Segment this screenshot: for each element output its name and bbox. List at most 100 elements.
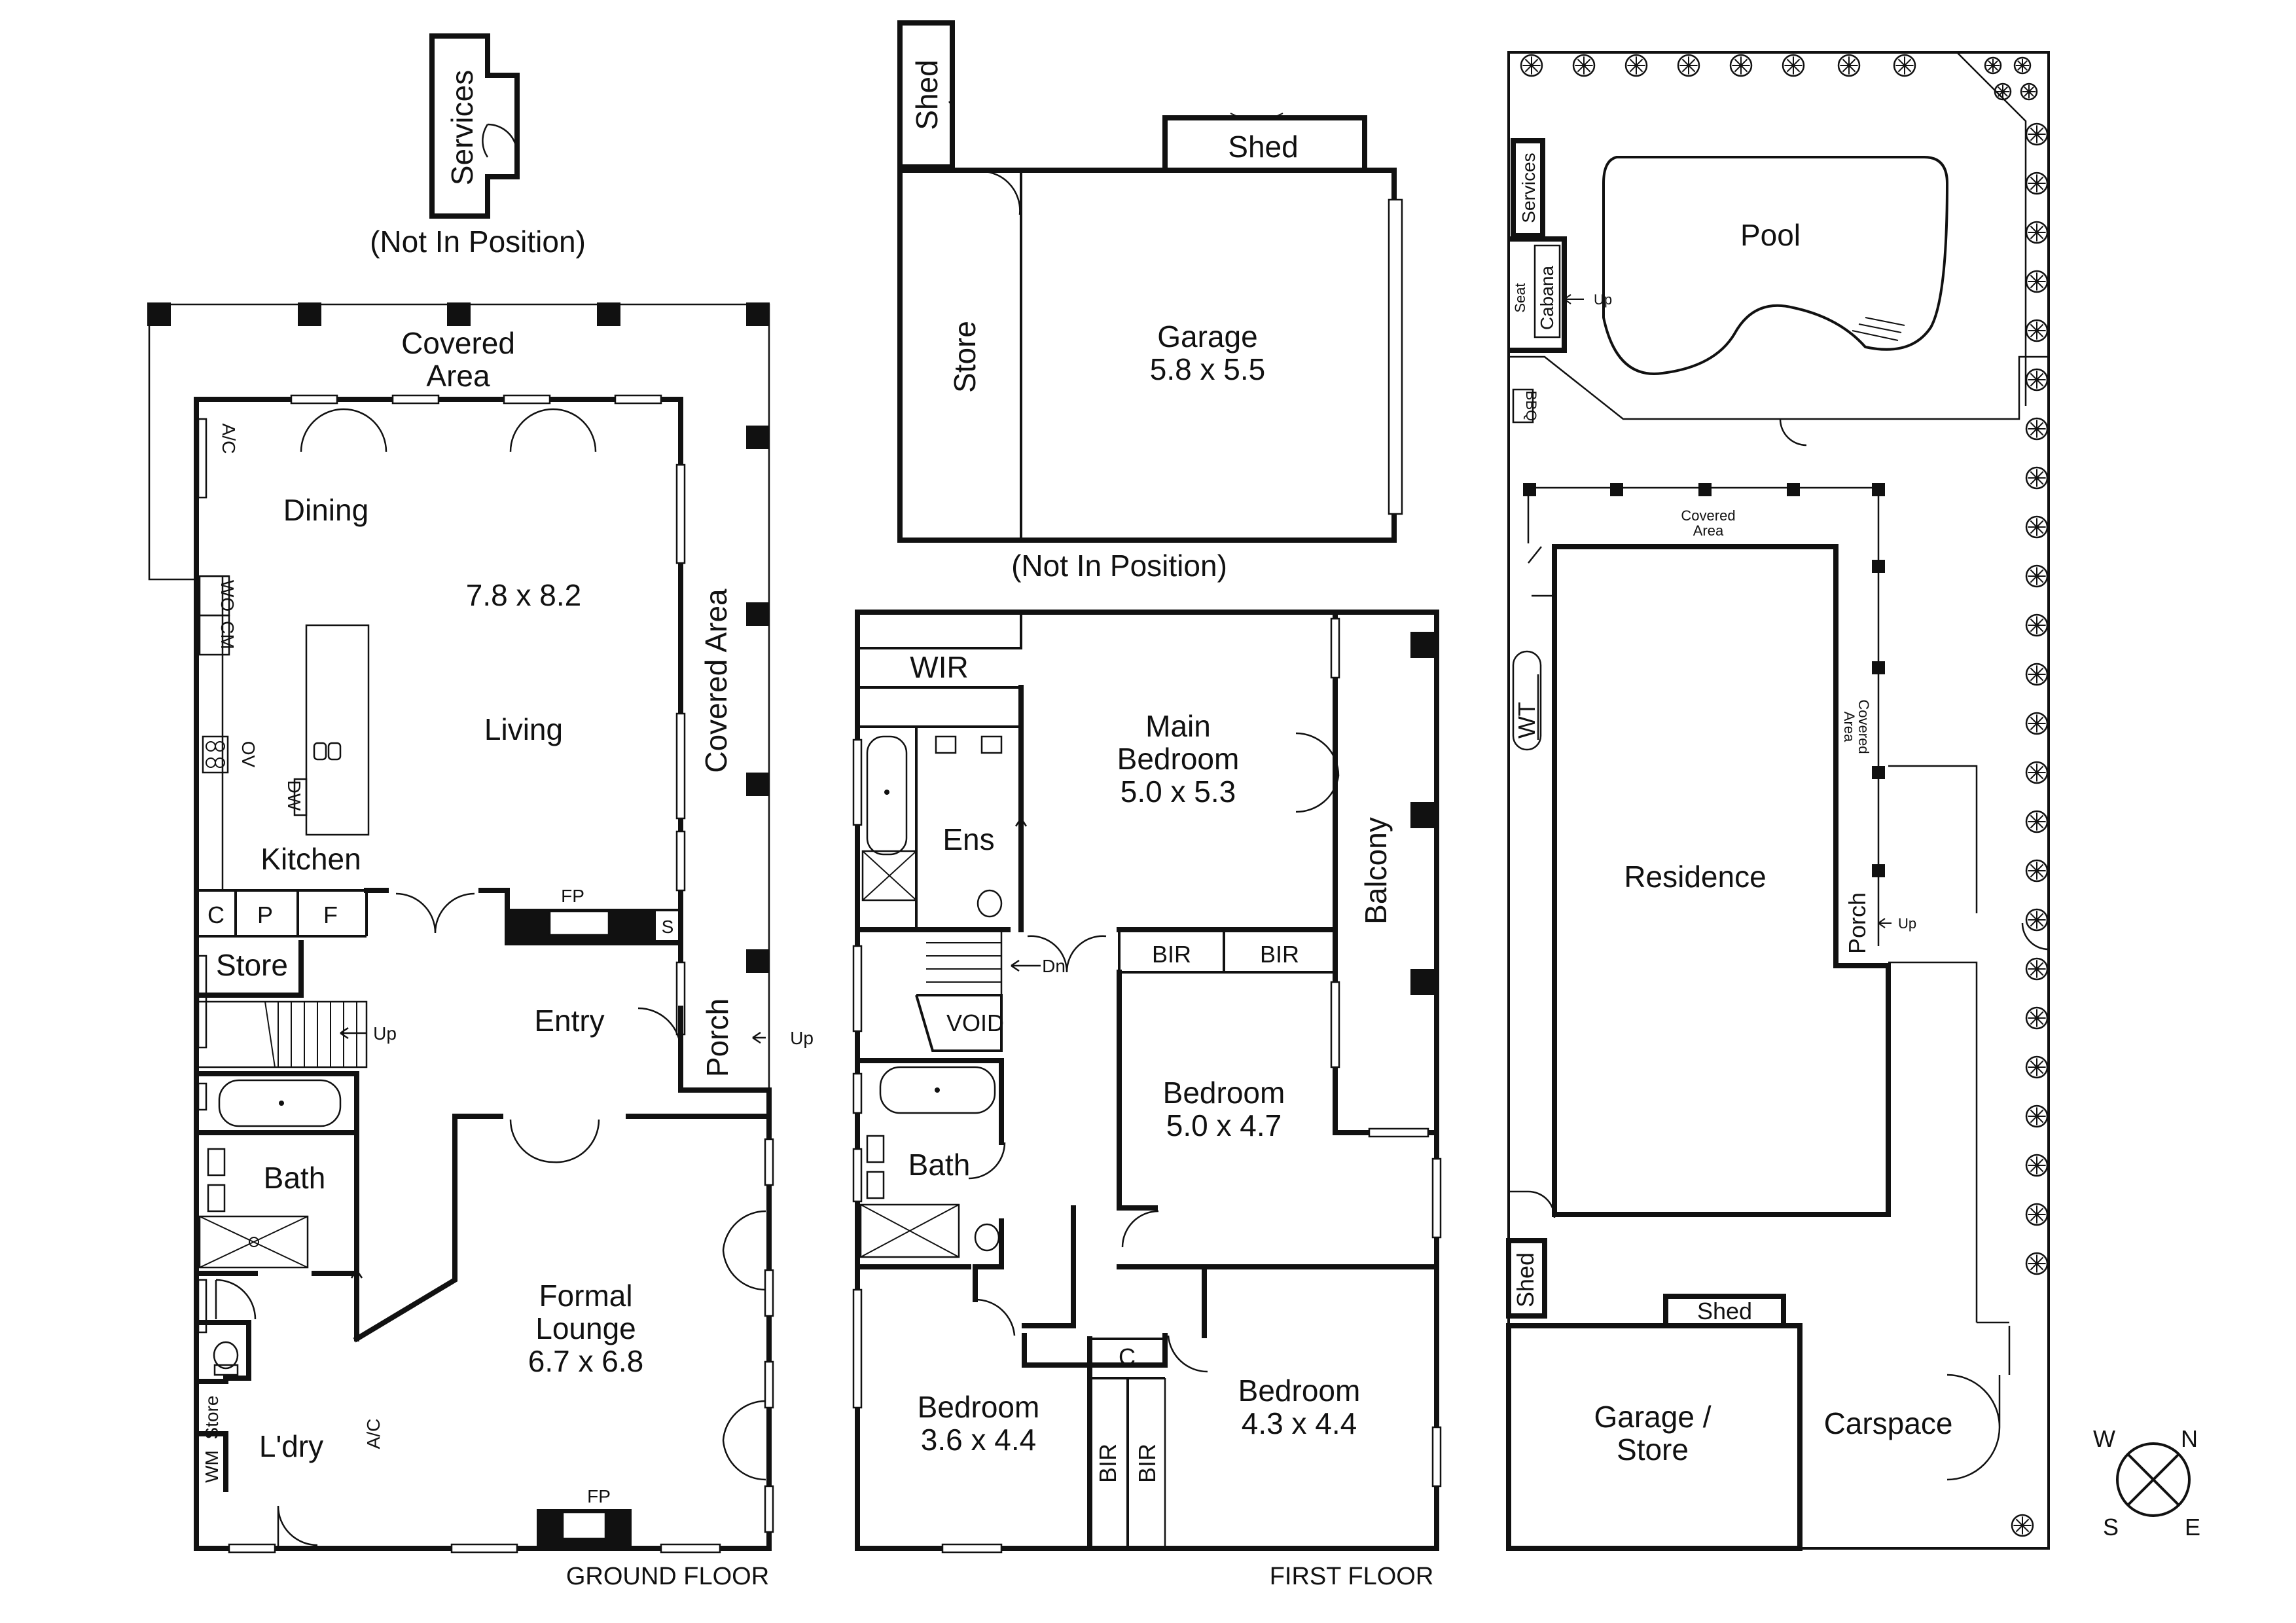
compass-n: N [2181, 1425, 2198, 1452]
tree-icon [2025, 564, 2049, 588]
tree-icon [2025, 1104, 2049, 1128]
porch-site-label: Porch [1844, 892, 1871, 954]
services-site-label: Services [1518, 153, 1539, 223]
bedroom-3-label: Bedroom [918, 1390, 1040, 1424]
tree-icon-spokes [1996, 84, 2010, 99]
covered-site-top-label-2: Area [1693, 522, 1724, 539]
main-bedroom-label: Main [1145, 709, 1211, 743]
bir-label-1: BIR [1152, 941, 1191, 968]
living-dim-label: 7.8 x 8.2 [466, 578, 581, 612]
covered-area-side-label: Covered Area [699, 589, 733, 773]
formal-lounge-label: Formal [539, 1279, 632, 1313]
tree-icon-spokes [2028, 567, 2046, 585]
tree-icon [2025, 810, 2049, 833]
tree-icon [2025, 466, 2049, 490]
entry-label: Entry [534, 1004, 604, 1038]
tree-icons [1520, 54, 2049, 1537]
tree-icon [1994, 82, 2012, 101]
tree-icon-spokes [2028, 1254, 2046, 1273]
tree-icon [1782, 54, 1805, 77]
c-ff-label: C [1119, 1343, 1136, 1370]
tree-icon-spokes [1840, 56, 1858, 75]
tree-icon-spokes [1986, 58, 2000, 73]
tree-icon-spokes [1732, 56, 1750, 75]
tree-icon-spokes [2028, 714, 2046, 733]
shed-site-label-2: Shed [1697, 1298, 1752, 1324]
main-bedroom-label-2: Bedroom [1117, 742, 1240, 776]
services-label: Services [445, 70, 479, 185]
garage-plan: Shed Shed Store Garage 5.8 x 5.5 (Not In… [897, 20, 1403, 583]
not-in-position-label-2: (Not In Position) [1011, 549, 1227, 583]
ldry-label: L'dry [259, 1429, 323, 1463]
shed-garage-label: Shed [1228, 130, 1298, 164]
store-garage-label: Store [948, 321, 982, 393]
bedroom-4-dim: 4.3 x 4.4 [1242, 1406, 1357, 1440]
covered-area-label: Covered [401, 326, 515, 360]
tree-icon-spokes [1522, 56, 1541, 75]
ac-label-1: A/C [219, 424, 239, 454]
first-floor-title: FIRST FLOOR [1270, 1563, 1434, 1590]
tree-icon [2020, 82, 2038, 101]
tree-icon [1677, 54, 1700, 77]
tree-icon-spokes [2028, 125, 2046, 143]
bedroom-3-dim: 3.6 x 4.4 [921, 1423, 1036, 1457]
f-label: F [323, 902, 338, 928]
tree-icon-spokes [1784, 56, 1803, 75]
not-in-position-label: (Not In Position) [370, 225, 586, 259]
kitchen-label: Kitchen [260, 842, 361, 876]
formal-lounge-label-2: Lounge [535, 1311, 636, 1345]
tree-icon-spokes [2028, 812, 2046, 831]
pool-label: Pool [1740, 218, 1801, 252]
fp-label-2: FP [587, 1486, 611, 1506]
ens-label: Ens [942, 822, 994, 856]
first-floor-plan: WIR Main Bedroom 5.0 x 5.3 Balcony Ens D… [852, 610, 1442, 1590]
tree-icon-spokes [2028, 223, 2046, 242]
covered-site-side-label: Covered [1856, 699, 1872, 754]
cm-label: CM [217, 621, 238, 649]
compass-w: W [2093, 1425, 2115, 1452]
garage-store-label-2: Store [1617, 1432, 1689, 1467]
tree-icon-spokes [2028, 862, 2046, 880]
tree-icon-spokes [2028, 1058, 2046, 1076]
tree-icon-spokes [2028, 616, 2046, 634]
formal-lounge-dim: 6.7 x 6.8 [528, 1344, 643, 1378]
tree-icon [2025, 417, 2049, 441]
tree-icon-spokes [2028, 763, 2046, 782]
tree-icon [1572, 54, 1596, 77]
tree-icon [2025, 663, 2049, 686]
wo-label: WO [217, 580, 238, 611]
tree-icon-spokes [2022, 84, 2036, 99]
main-bedroom-dim: 5.0 x 5.3 [1121, 775, 1236, 809]
tree-icon [2025, 859, 2049, 883]
store-ldry-label: Store [202, 1396, 222, 1440]
tree-icon-spokes [2028, 1205, 2046, 1224]
tree-icon [2025, 1203, 2049, 1226]
bath-ff-label: Bath [908, 1148, 971, 1182]
tree-icon [2025, 515, 2049, 539]
c-label: C [207, 902, 224, 928]
compass-s: S [2103, 1514, 2119, 1541]
ac-label-2: A/C [363, 1419, 384, 1450]
tree-icon [1984, 56, 2002, 75]
residence-label: Residence [1624, 860, 1766, 894]
tree-icon [1624, 54, 1648, 77]
tree-icon [1893, 54, 1916, 77]
tree-icon [2025, 1154, 2049, 1177]
seat-label: Seat [1512, 283, 1528, 312]
garage-store-label: Garage / [1594, 1400, 1712, 1434]
shed-site-label-1: Shed [1512, 1252, 1539, 1307]
tree-icon [2025, 1006, 2049, 1030]
shed-small-label: Shed [910, 60, 944, 130]
compass-e: E [2185, 1514, 2200, 1541]
wm-label: WM [202, 1450, 222, 1483]
tree-icon [2025, 1252, 2049, 1275]
bath-gf-label: Bath [264, 1161, 326, 1195]
p-label: P [257, 902, 273, 928]
tree-icon-spokes [2028, 518, 2046, 536]
bbq-label: BBQ [1523, 391, 1539, 421]
tree-icon [2025, 1055, 2049, 1079]
tree-icon [2025, 761, 2049, 784]
porch-label: Porch [700, 998, 734, 1077]
tree-icon-spokes [1895, 56, 1914, 75]
